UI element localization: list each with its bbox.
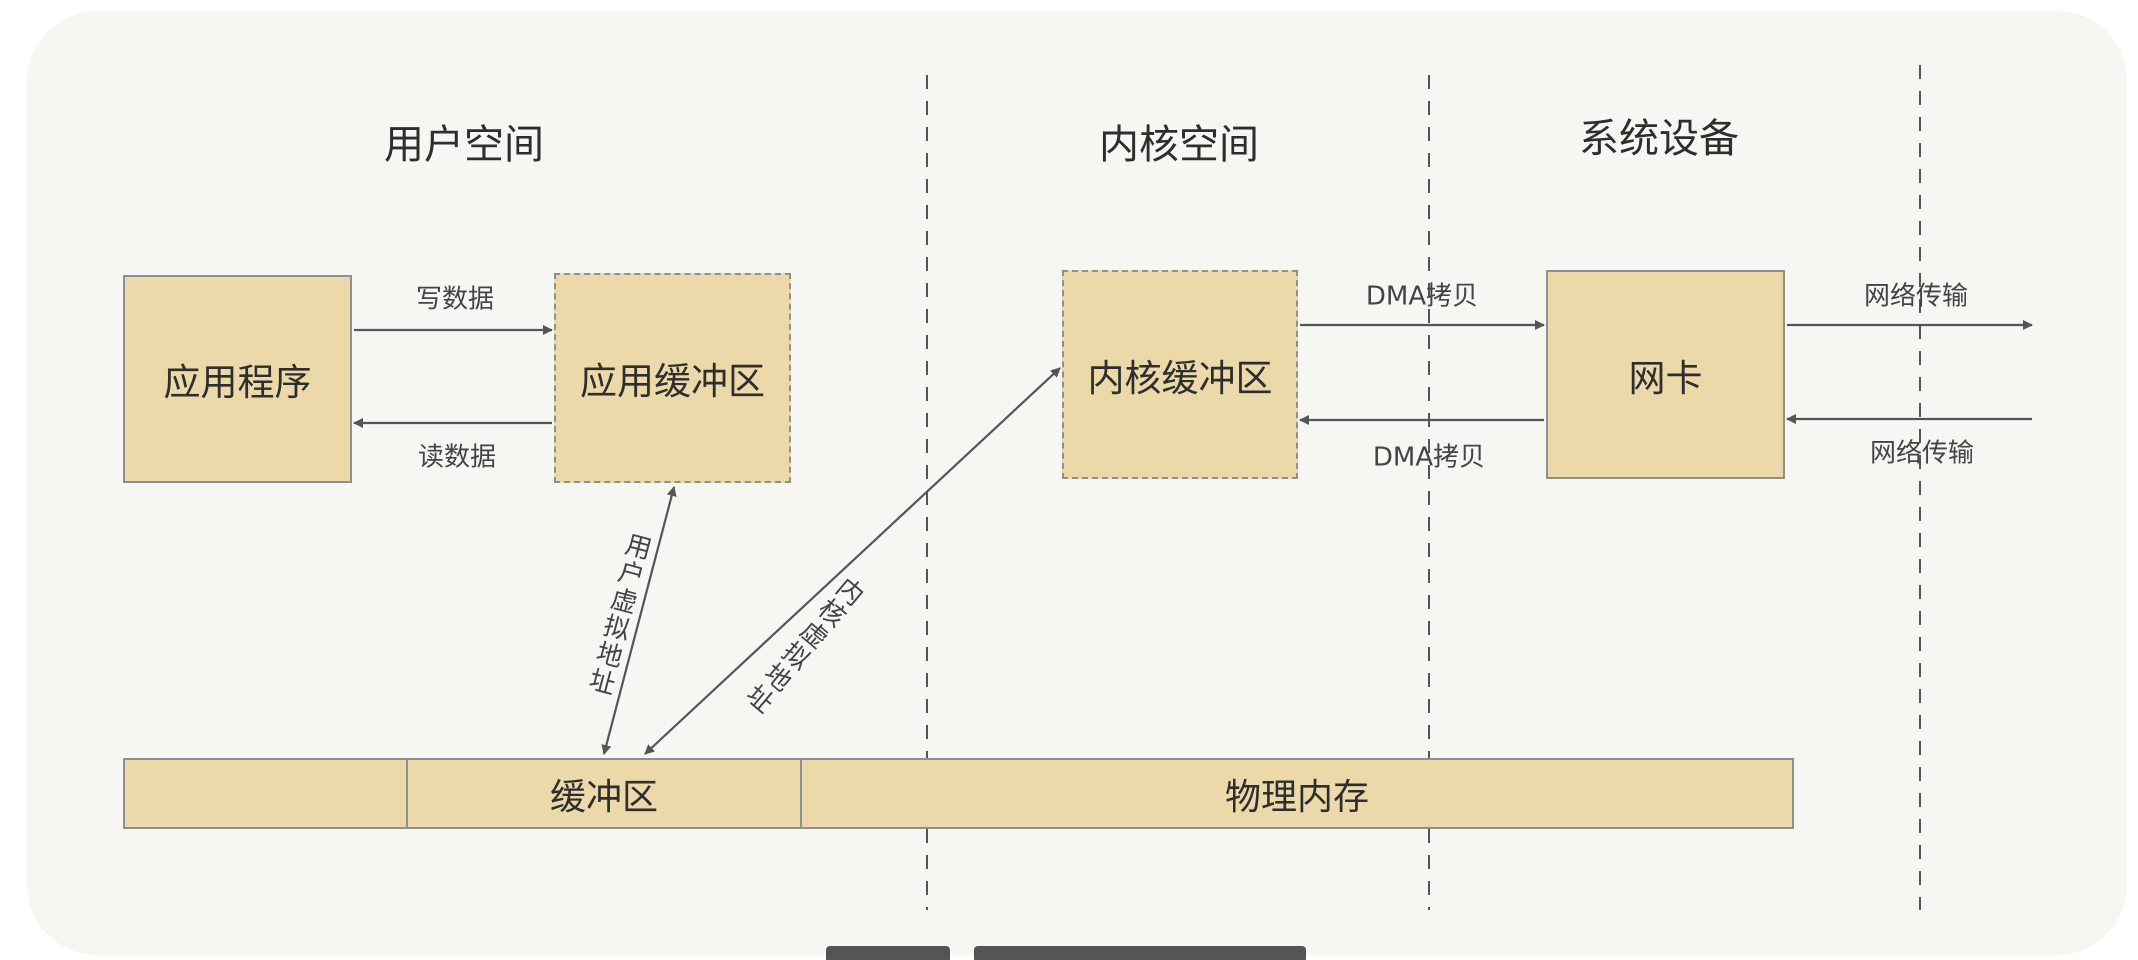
heading-system-devices: 系统设备 <box>1579 116 1739 162</box>
bottom-tab[interactable] <box>826 946 950 960</box>
dma-copy-out-label: DMA拷贝 <box>1365 281 1479 312</box>
kernel-buffer-box: 内核缓冲区 <box>1062 270 1298 479</box>
app-buffer-box: 应用缓冲区 <box>554 273 791 483</box>
memory-segment-empty <box>125 760 408 827</box>
kernel-virtual-address-arrow <box>644 367 1061 755</box>
read-data-label: 读数据 <box>417 442 497 473</box>
application-box: 应用程序 <box>123 275 352 483</box>
network-in-label: 网络传输 <box>1869 438 1975 469</box>
memory-segment-physical: 物理内存 <box>1224 776 1369 818</box>
dma-copy-in-label: DMA拷贝 <box>1372 442 1486 473</box>
heading-user-space: 用户空间 <box>384 122 544 168</box>
network-out-label: 网络传输 <box>1863 281 1969 312</box>
heading-kernel-space: 内核空间 <box>1099 122 1259 168</box>
bottom-tab[interactable] <box>974 946 1306 960</box>
physical-memory-bar: 缓冲区 物理内存 <box>123 758 1794 829</box>
write-data-label: 写数据 <box>415 284 495 315</box>
memory-segment-buffer: 缓冲区 <box>408 760 802 827</box>
nic-box: 网卡 <box>1546 270 1785 479</box>
